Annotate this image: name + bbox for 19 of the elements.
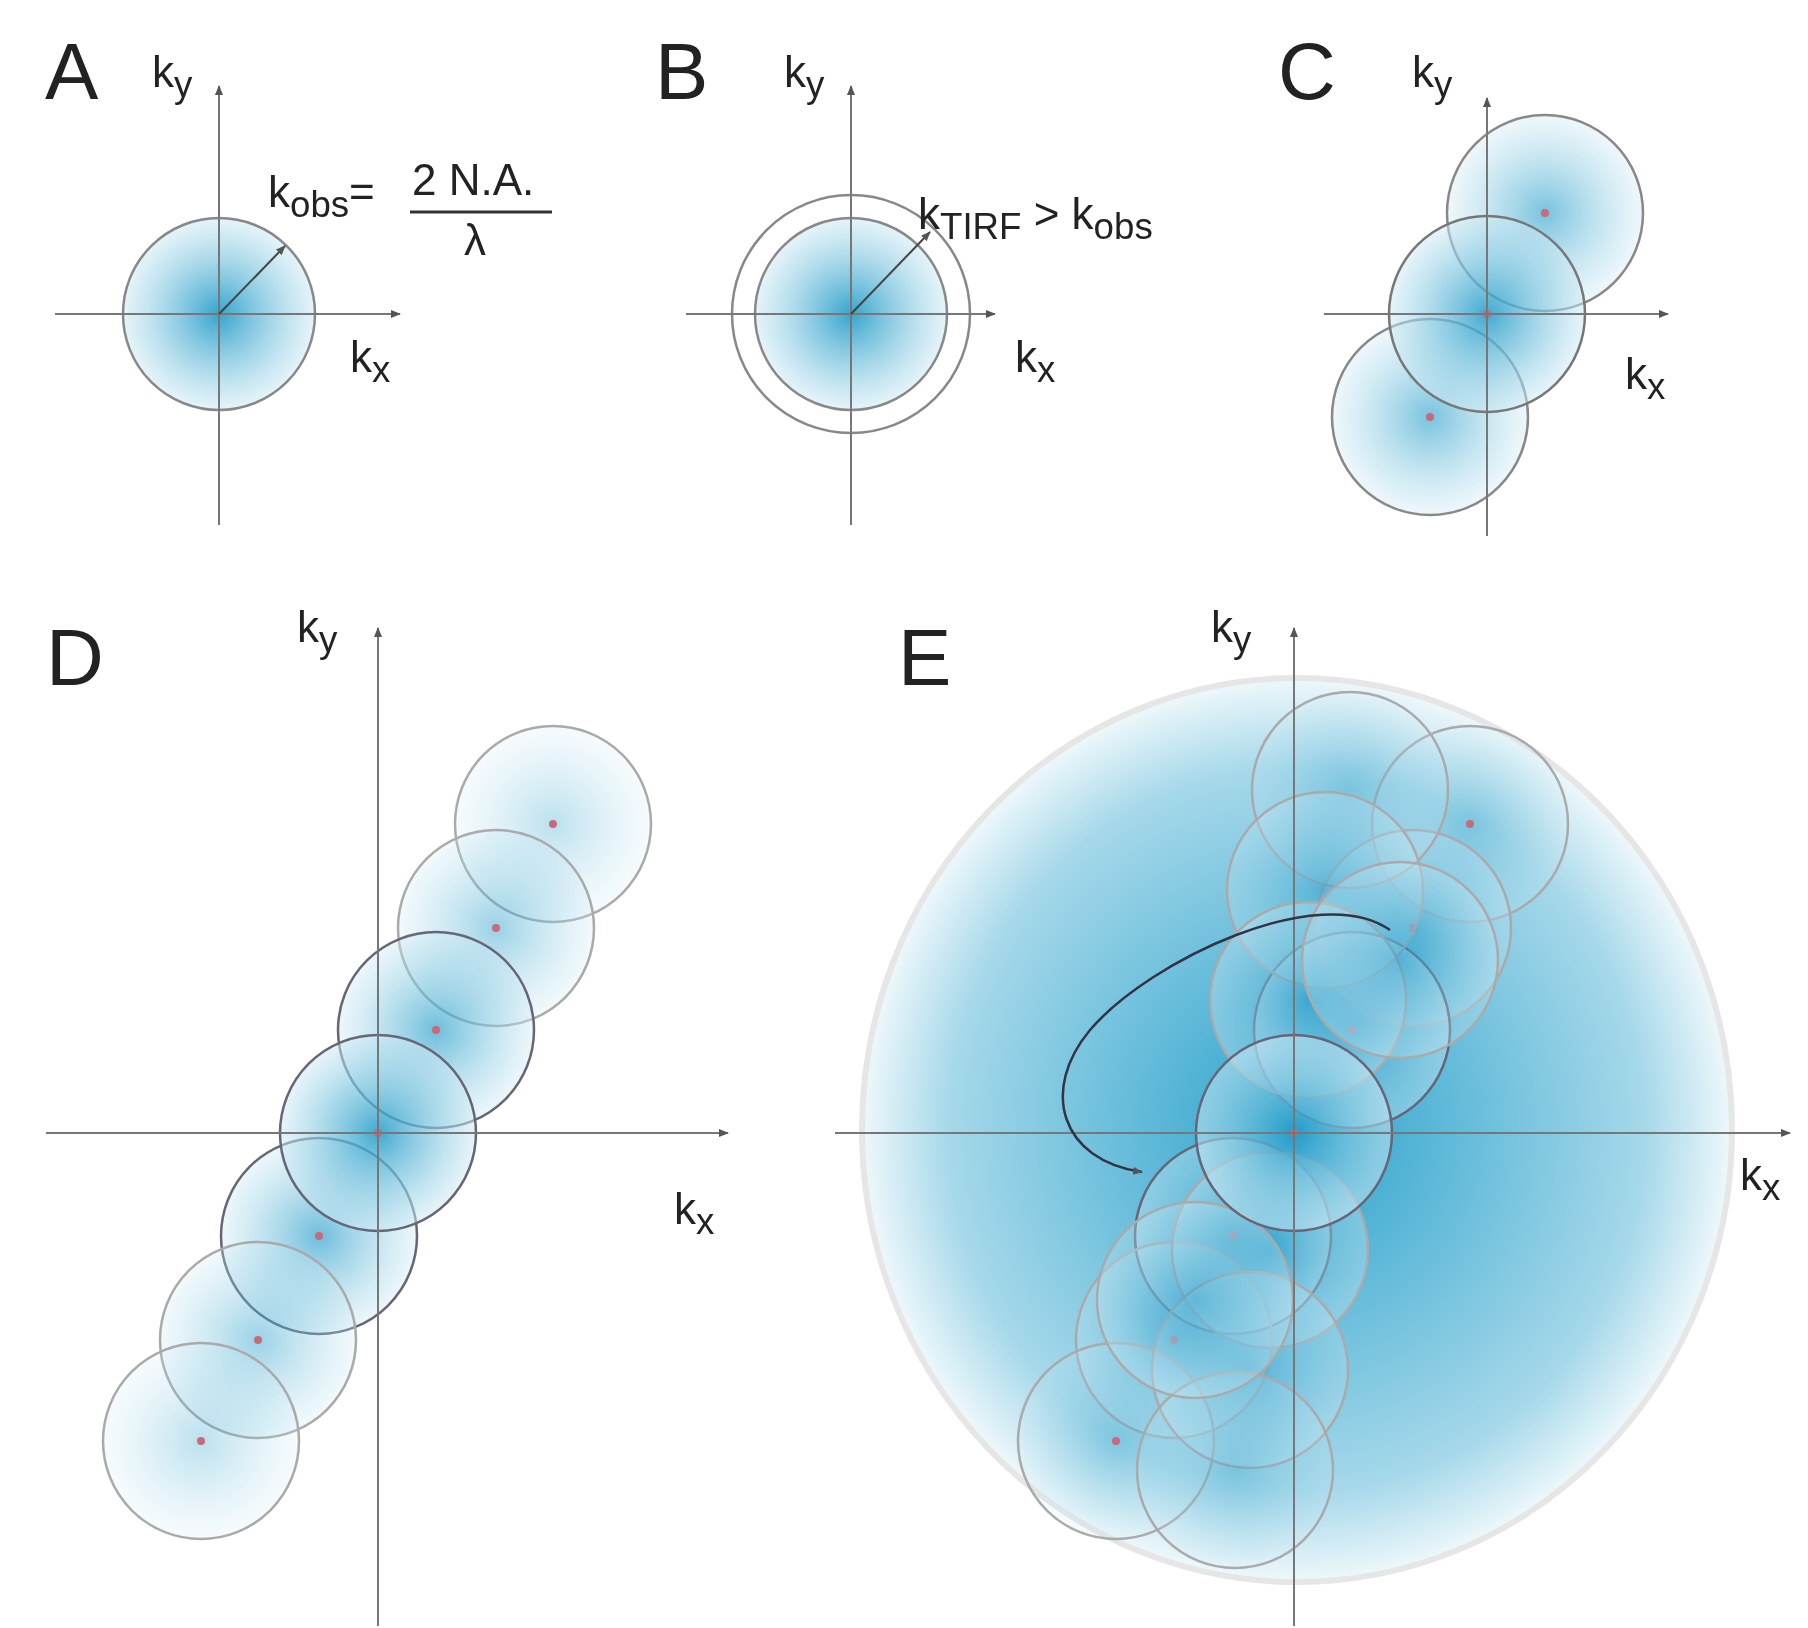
axis-label: k$_{x}$ <box>1015 335 1056 389</box>
fraction-denominator: λ <box>464 218 486 262</box>
axis-label: k$_{y}$ <box>784 50 825 104</box>
panel-letter: B <box>655 32 709 112</box>
panel-letter: A <box>45 32 99 112</box>
axis-label: k$_{x}$ <box>1740 1153 1781 1207</box>
axis-label: k$_{x}$ <box>1625 352 1666 406</box>
panel-letter: E <box>898 618 952 698</box>
inequality-text: k$_{TIRF}$ > k$_{obs}$ <box>918 192 1153 246</box>
equation-text: k$_{obs}$= <box>268 170 375 224</box>
axis-label: k$_{y}$ <box>1211 605 1252 659</box>
panel-letter: C <box>1278 32 1336 112</box>
axis-label: k$_{y}$ <box>152 50 193 104</box>
axis-label: k$_{x}$ <box>674 1187 715 1241</box>
axis-label: k$_{y}$ <box>1412 50 1453 104</box>
panel-letter: D <box>46 618 104 698</box>
axis-label: k$_{x}$ <box>350 335 391 389</box>
fraction-numerator: 2 N.A. <box>412 158 535 202</box>
axis-label: k$_{y}$ <box>297 605 338 659</box>
